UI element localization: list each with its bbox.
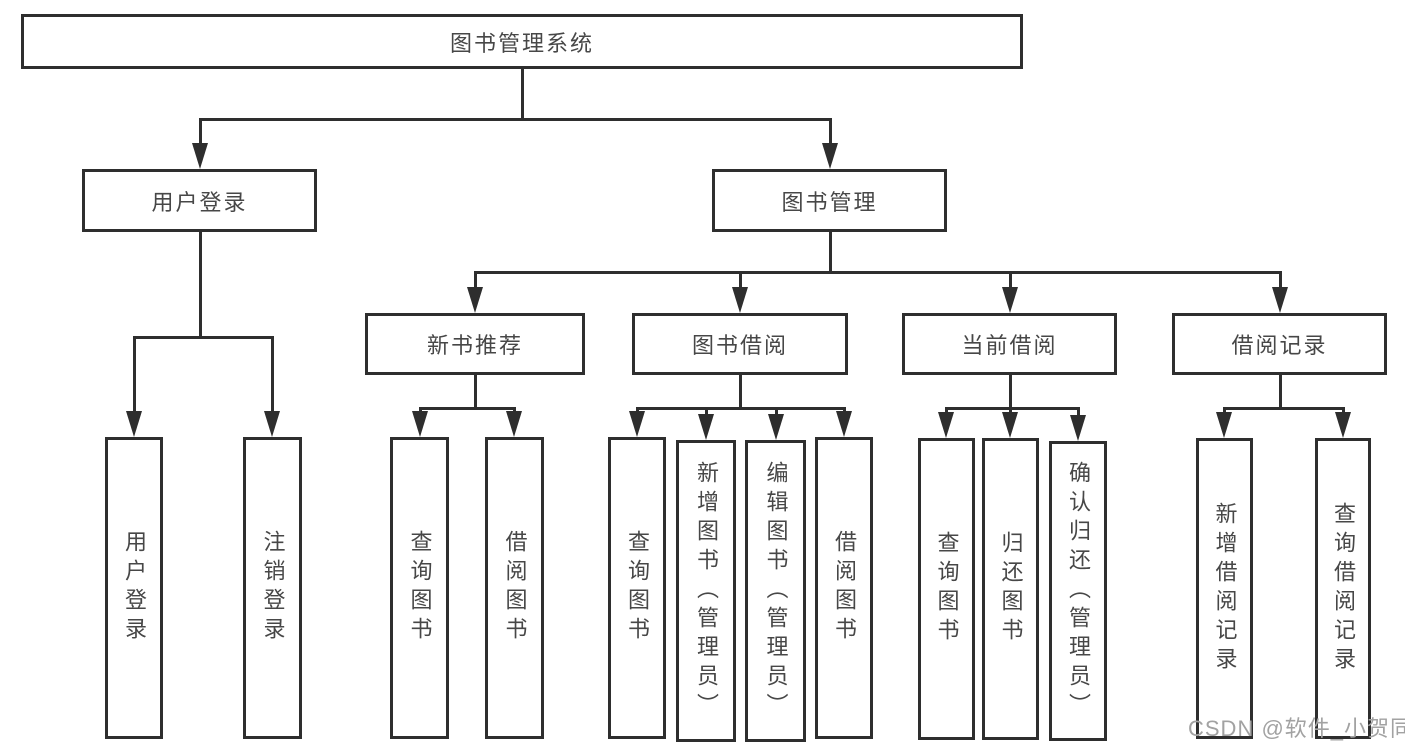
leaf-label: 新增图书（管理员） — [694, 460, 719, 722]
arrowhead-icon — [192, 143, 208, 169]
leaf-label: 借阅图书 — [502, 530, 528, 646]
arrowhead-icon — [467, 287, 483, 313]
connector-line — [1009, 374, 1012, 408]
connector-line — [474, 271, 477, 293]
leaf-br-query-record: 查询借阅记录 — [1315, 438, 1371, 739]
leaf-label: 新增借阅记录 — [1212, 501, 1238, 676]
connector-line — [705, 407, 708, 420]
connector-line — [636, 407, 846, 410]
connector-line — [1077, 407, 1080, 421]
connector-line — [133, 336, 274, 339]
arrowhead-icon — [1070, 415, 1086, 441]
node-new-book-recommend: 新书推荐 — [365, 313, 585, 375]
leaf-user-login: 用户登录 — [105, 437, 163, 739]
leaf-label: 确认归还（管理员） — [1066, 460, 1091, 722]
connector-line — [739, 374, 742, 408]
arrowhead-icon — [412, 411, 428, 437]
leaf-logout: 注销登录 — [243, 437, 302, 739]
leaf-cb-confirm-return-admin: 确认归还（管理员） — [1049, 441, 1107, 741]
arrowhead-icon — [1216, 412, 1232, 438]
leaf-bb-edit-book-admin: 编辑图书（管理员） — [745, 440, 806, 742]
leaf-nb-query-book: 查询图书 — [390, 437, 449, 739]
connector-line — [1279, 374, 1282, 408]
leaf-label: 用户登录 — [122, 530, 147, 646]
leaf-nb-borrow-book: 借阅图书 — [485, 437, 544, 739]
node-current-borrow: 当前借阅 — [902, 313, 1117, 375]
node-root: 图书管理系统 — [21, 14, 1023, 69]
leaf-label: 归还图书 — [998, 531, 1024, 647]
arrowhead-icon — [938, 412, 954, 438]
arrowhead-icon — [264, 411, 280, 437]
connector-line — [271, 336, 274, 417]
connector-line — [1009, 271, 1012, 293]
connector-line — [474, 374, 477, 408]
connector-line — [1279, 271, 1282, 293]
node-book-borrow: 图书借阅 — [632, 313, 848, 375]
connector-line — [829, 118, 832, 149]
leaf-label: 注销登录 — [260, 530, 286, 646]
arrowhead-icon — [732, 287, 748, 313]
connector-line — [199, 232, 202, 337]
connector-line — [739, 271, 742, 293]
connector-line — [474, 271, 1282, 274]
arrowhead-icon — [768, 414, 784, 440]
arrowhead-icon — [1335, 412, 1351, 438]
connector-line — [829, 232, 832, 272]
arrowhead-icon — [1002, 412, 1018, 438]
leaf-bb-query-book: 查询图书 — [608, 437, 666, 739]
arrowhead-icon — [698, 414, 714, 440]
leaf-cb-query-book: 查询图书 — [918, 438, 975, 740]
connector-line — [419, 407, 516, 410]
arrowhead-icon — [836, 411, 852, 437]
arrowhead-icon — [629, 411, 645, 437]
node-borrow-records: 借阅记录 — [1172, 313, 1387, 375]
leaf-label: 查询图书 — [625, 530, 650, 646]
arrowhead-icon — [506, 411, 522, 437]
leaf-label: 查询借阅记录 — [1331, 501, 1356, 676]
arrowhead-icon — [126, 411, 142, 437]
leaf-label: 借阅图书 — [832, 530, 857, 646]
leaf-label: 编辑图书（管理员） — [763, 460, 789, 722]
connector-line — [521, 69, 524, 119]
node-book-mgmt: 图书管理 — [712, 169, 947, 232]
arrowhead-icon — [1272, 287, 1288, 313]
watermark: CSDN @软件_小贺同学 — [1188, 716, 1405, 741]
leaf-cb-return-book: 归还图书 — [982, 438, 1039, 740]
leaf-bb-add-book-admin: 新增图书（管理员） — [676, 440, 736, 742]
leaf-bb-borrow-book: 借阅图书 — [815, 437, 873, 739]
connector-line — [1223, 407, 1345, 410]
connector-line — [945, 407, 1080, 410]
node-user-login: 用户登录 — [82, 169, 317, 232]
connector-line — [133, 336, 136, 417]
arrowhead-icon — [1002, 287, 1018, 313]
leaf-br-add-record: 新增借阅记录 — [1196, 438, 1253, 739]
connector-line — [775, 407, 778, 420]
leaf-label: 查询图书 — [407, 530, 433, 646]
arrowhead-icon — [822, 143, 838, 169]
connector-line — [199, 118, 202, 149]
connector-line — [199, 118, 832, 121]
leaf-label: 查询图书 — [934, 531, 960, 647]
